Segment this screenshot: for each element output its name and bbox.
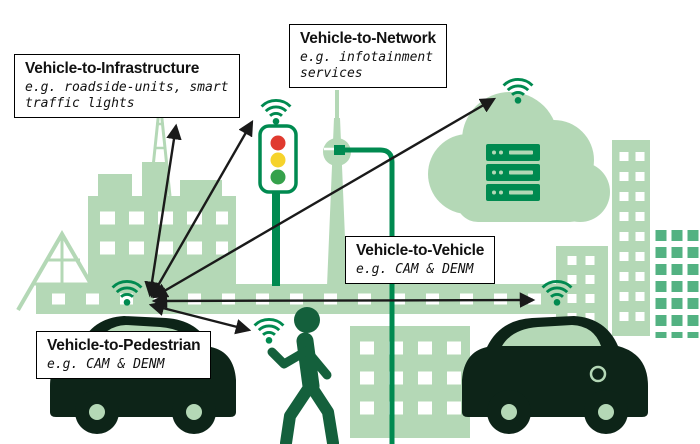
communication-arrows: [144, 97, 536, 335]
arrow-to-pedestrian: [148, 300, 252, 335]
low-building: [350, 326, 470, 438]
wifi-icon-pedestrian: [253, 318, 285, 344]
v2i-subtitle: e.g. roadside-units, smart traffic light…: [25, 79, 229, 111]
label-v2i: Vehicle-to-Infrastructure e.g. roadside-…: [14, 54, 240, 118]
v2v-subtitle: e.g. CAM & DENM: [356, 261, 474, 277]
arrow-to-right-vehicle: [151, 292, 536, 309]
v2p-subtitle: e.g. CAM & DENM: [47, 356, 165, 372]
arrow-to-network-cloud: [151, 97, 497, 299]
v2p-title: Vehicle-to-Pedestrian: [47, 337, 201, 354]
green-light: [270, 169, 286, 185]
window-grid-building: [655, 230, 699, 338]
v2n-title: Vehicle-to-Network: [300, 30, 436, 47]
v2v-title: Vehicle-to-Vehicle: [356, 242, 485, 259]
v2n-subtitle: e.g. infotainment services: [300, 49, 434, 81]
v2i-title: Vehicle-to-Infrastructure: [25, 60, 200, 77]
server-icon: [486, 144, 540, 201]
cloud-server: [428, 92, 610, 222]
label-v2p: Vehicle-to-Pedestrian e.g. CAM & DENM: [36, 331, 212, 379]
yellow-light: [270, 152, 286, 168]
label-v2v: Vehicle-to-Vehicle e.g. CAM & DENM: [345, 236, 496, 284]
label-v2n: Vehicle-to-Network e.g. infotainment ser…: [289, 24, 447, 88]
pedestrian-icon: [267, 307, 339, 444]
traffic-light-icon: [258, 124, 298, 286]
red-light: [270, 135, 286, 151]
right-car-icon: [462, 316, 648, 434]
car-logo: [589, 365, 607, 383]
right-tower: [612, 140, 650, 336]
wifi-icon-traffic-light: [260, 99, 292, 125]
